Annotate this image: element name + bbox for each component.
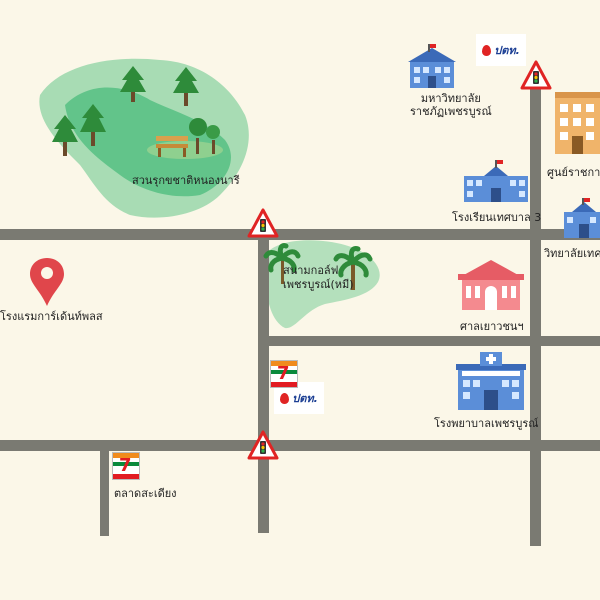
- traffic-light-sign-icon: [247, 430, 279, 460]
- school-building-icon: [564, 198, 600, 238]
- road-vertical-left: [100, 440, 109, 536]
- ptt-logo-icon: ปตท.: [476, 34, 526, 66]
- shrine-building-icon: [458, 260, 524, 310]
- traffic-light-sign-icon: [247, 208, 279, 238]
- school-label: โรงเรียนเทศบาล 3: [452, 211, 542, 224]
- university-building-icon: [408, 44, 456, 88]
- palm-tree-icon: [263, 243, 301, 284]
- tree-icon: [52, 115, 78, 156]
- seven-eleven-logo-icon: 7: [112, 452, 140, 480]
- college-label: วิทยาลัยเทคนิ: [544, 247, 600, 260]
- road-horizontal-mid: [264, 336, 600, 346]
- tree-icon: [173, 67, 199, 106]
- road-vertical-right: [530, 88, 541, 546]
- road-horizontal-upper: [0, 229, 600, 240]
- hotel-label: โรงแรมการ์เด้นท์พลส: [0, 310, 103, 323]
- map-pin-icon[interactable]: [28, 256, 66, 308]
- market-label: ตลาดสะเดียง: [114, 487, 177, 500]
- traffic-light-sign-icon: [520, 60, 552, 90]
- seven-eleven-logo-icon: 7: [270, 360, 298, 388]
- golf-label: สนามกอล์ฟ เพชรบูรณ์(หมี): [283, 264, 354, 291]
- palm-tree-icon: [333, 246, 373, 290]
- tree-icon: [120, 66, 146, 102]
- hospital-label: โรงพยาบาลเพชรบูรณ์: [434, 417, 539, 430]
- park-label: สวนรุกขชาติหนองนารี: [132, 174, 240, 187]
- shrine-label: ศาลเยาวชนฯ: [460, 320, 524, 333]
- hospital-building-icon: [456, 352, 526, 410]
- road-horizontal-lower: [0, 440, 600, 451]
- gov-center-label: ศูนย์ราชการจัง: [547, 166, 600, 179]
- road-vertical-center: [258, 229, 269, 533]
- tree-icon: [80, 104, 106, 146]
- university-label: มหาวิทยาลัย ราชภัฏเพชรบูรณ์: [410, 92, 492, 118]
- school-building-icon: [464, 160, 528, 202]
- bench-icon: [156, 136, 188, 157]
- office-building-icon: [555, 92, 600, 154]
